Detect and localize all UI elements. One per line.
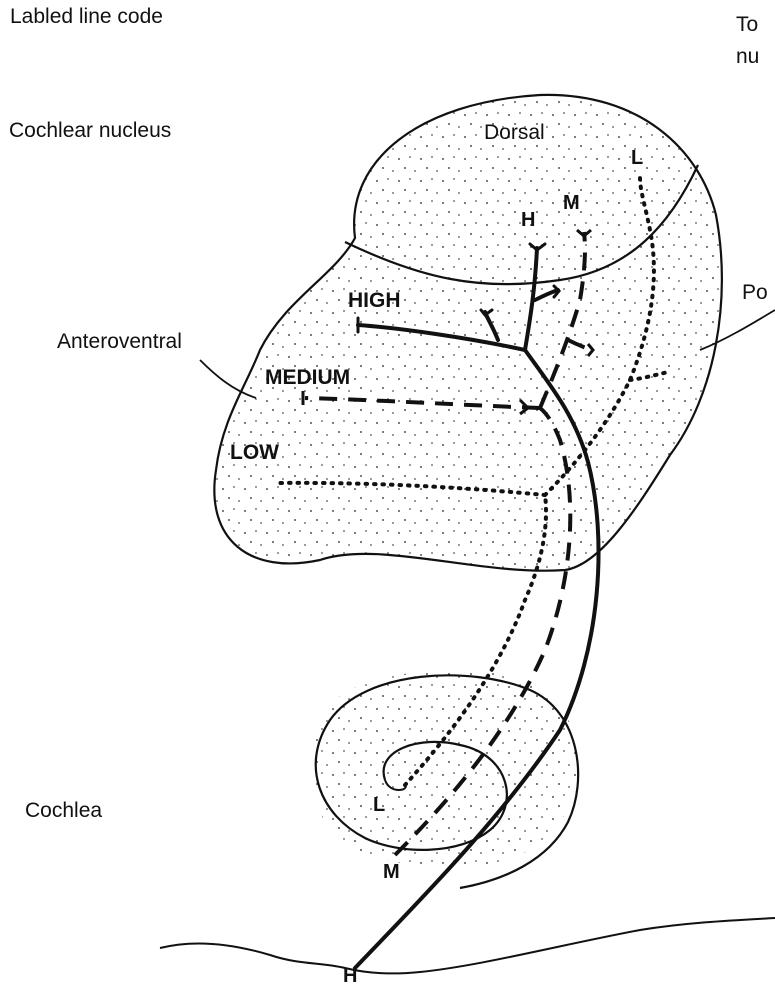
cochlea-l-label: L — [373, 795, 385, 815]
basal-line — [160, 918, 775, 973]
dorsal-label: Dorsal — [484, 122, 545, 143]
to-label-line1: To — [736, 14, 758, 35]
low-label: LOW — [230, 442, 279, 463]
bottom-h-label: H — [343, 966, 357, 986]
cochlea-m-label: M — [383, 862, 400, 882]
dorsal-l-label: L — [631, 148, 643, 168]
dorsal-h-label: H — [521, 210, 535, 230]
cochlear-nucleus-label: Cochlear nucleus — [9, 120, 171, 141]
posteroventral-label: Po — [742, 282, 768, 303]
anteroventral-label: Anteroventral — [57, 331, 182, 352]
cochlea-outline — [300, 660, 590, 888]
dorsal-m-label: M — [563, 193, 580, 213]
to-label-line2: nu — [736, 46, 759, 67]
cochlea-label: Cochlea — [25, 800, 102, 821]
medium-label: MEDIUM — [265, 367, 350, 388]
diagram-title: Labled line code — [10, 6, 163, 27]
high-label: HIGH — [348, 290, 401, 311]
